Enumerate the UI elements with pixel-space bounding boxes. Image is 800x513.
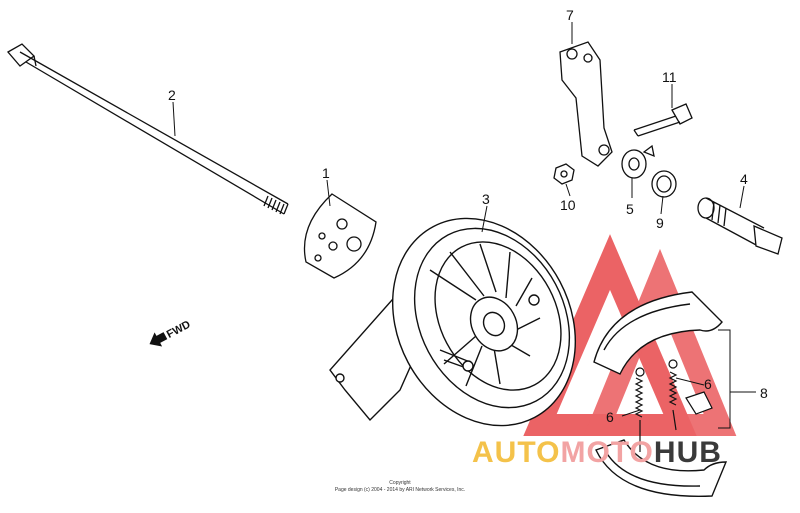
watermark-text: AUTOMOTOHUB: [472, 436, 722, 469]
brake-hub-part: [329, 217, 577, 427]
callout-part-5: 5: [626, 201, 634, 217]
nut-part: [553, 163, 575, 185]
callout-part-2: 2: [168, 87, 176, 103]
brake-shoes-part: [593, 291, 728, 497]
forward-direction-indicator: FWD: [149, 318, 193, 347]
copyright-line-1: Copyright: [389, 480, 411, 486]
callout-part-4: 4: [740, 171, 748, 187]
brake-arm-part: [559, 41, 613, 167]
sprocket-plate-part: [303, 193, 377, 279]
leader-lines: [172, 22, 756, 429]
bolt-part: [633, 103, 693, 137]
callout-part-8: 8: [760, 385, 768, 401]
callout-part-6-upper: 6: [704, 376, 712, 392]
watermark-word-part1: AUTO: [472, 436, 560, 469]
copyright-line-2: Page design (c) 2004 - 2014 by ARI Netwo…: [335, 487, 465, 493]
callout-part-10: 10: [560, 197, 576, 213]
indicator-plate-part: [621, 144, 655, 179]
callout-part-11: 11: [662, 69, 677, 85]
fwd-label: FWD: [165, 318, 193, 340]
brake-cam-part: [697, 197, 783, 255]
watermark-word-part3: HUB: [654, 436, 722, 469]
forward-arrow-icon: [149, 332, 168, 347]
callout-part-3: 3: [482, 191, 490, 207]
callout-part-9: 9: [656, 215, 664, 231]
watermark-word-part2: MOTO: [560, 436, 653, 469]
callout-part-1: 1: [322, 165, 330, 181]
seal-ring-part: [651, 170, 677, 198]
callout-part-7: 7: [566, 7, 574, 23]
springs-part: [634, 359, 713, 452]
axle-part: [6, 43, 289, 215]
callout-part-6-lower: 6: [606, 409, 614, 425]
